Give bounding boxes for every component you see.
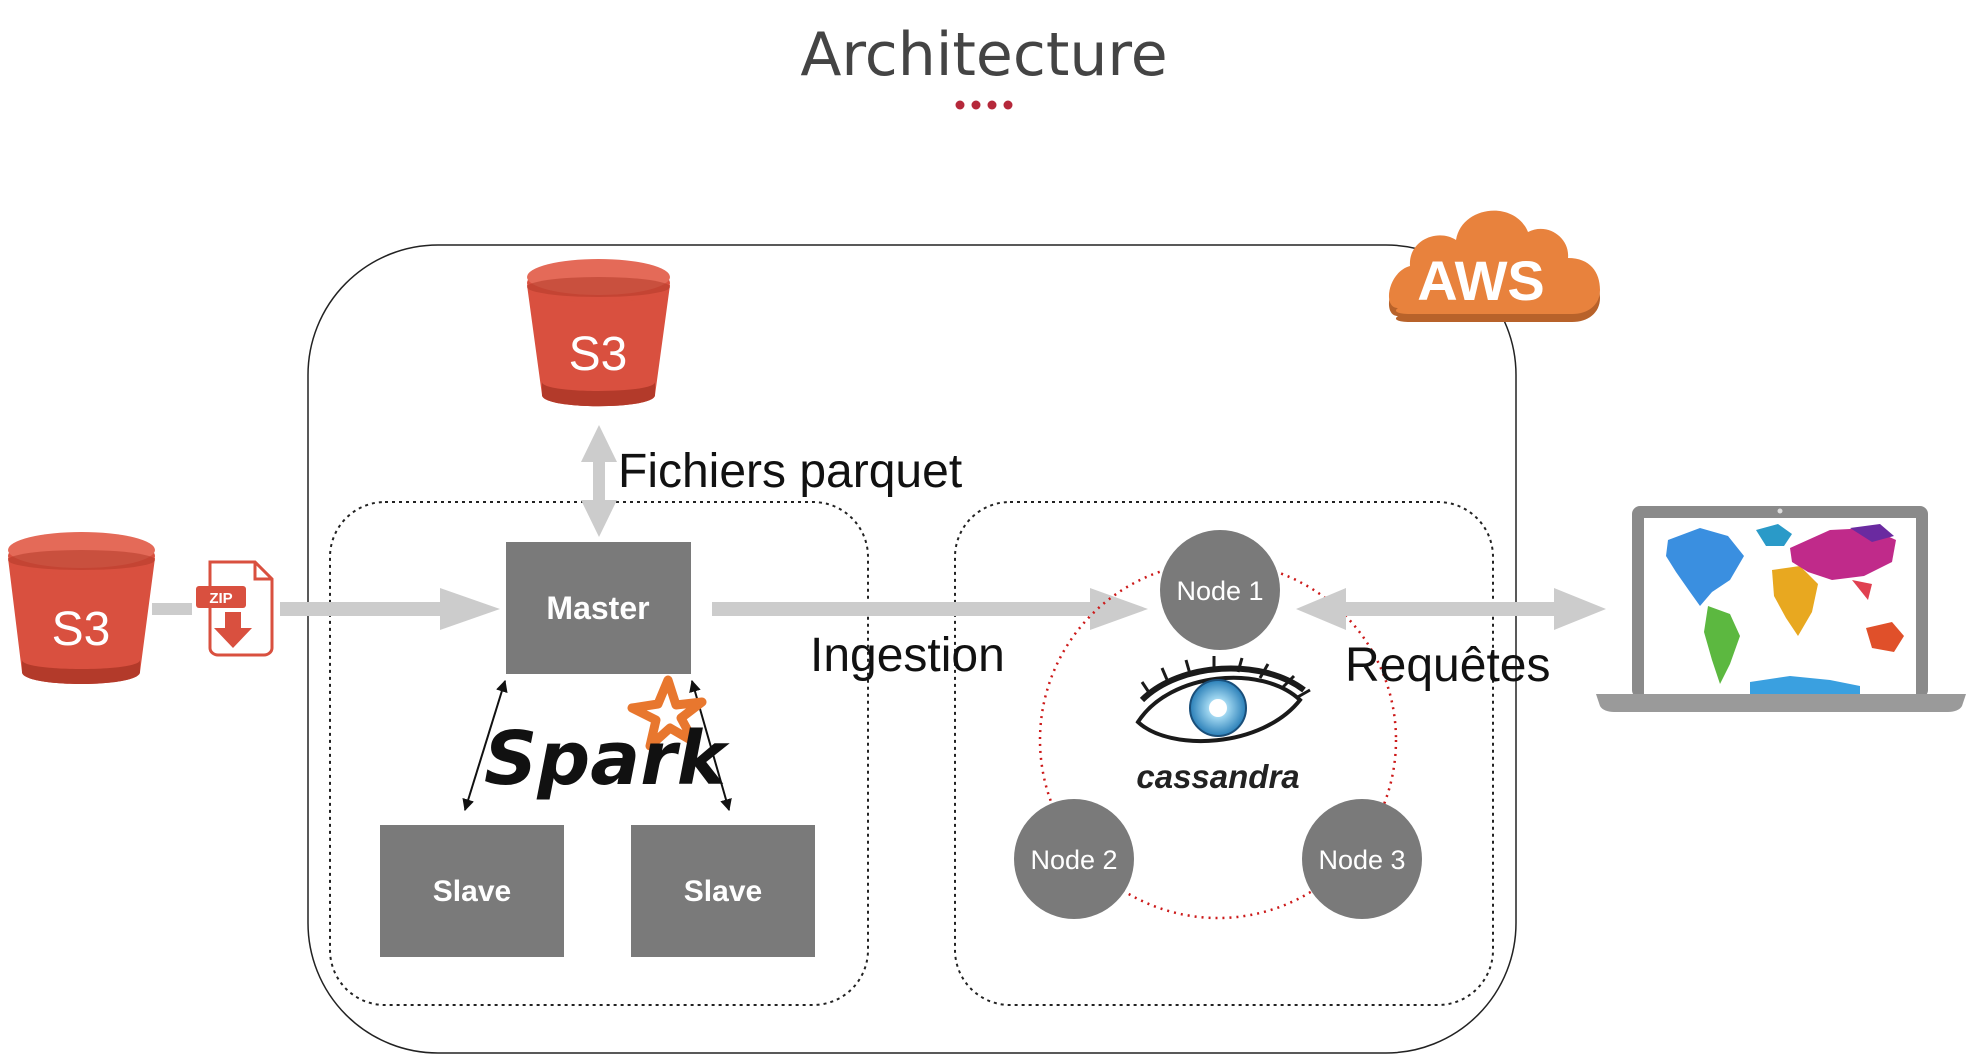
zip-label: ZIP xyxy=(209,590,232,607)
s3-storage-label: S3 xyxy=(569,328,628,381)
world-map-icon xyxy=(1666,524,1904,694)
aws-cloud-icon xyxy=(1388,210,1600,322)
ingestion-arrow xyxy=(712,588,1148,630)
aws-label: AWS xyxy=(1417,249,1545,312)
master-slave-link-1 xyxy=(462,679,508,812)
spark-slave-node-1 xyxy=(380,825,564,957)
s3-source-bucket-icon xyxy=(8,532,155,684)
spark-logo-text: Spark xyxy=(484,716,730,802)
parquet-files-label: Fichiers parquet xyxy=(618,445,962,498)
cassandra-eye-icon xyxy=(1135,656,1311,744)
ingest-arrow-to-master xyxy=(280,588,500,630)
s3-storage-bucket-icon xyxy=(527,259,670,407)
laptop-client-icon xyxy=(1596,506,1966,712)
spark-master-node xyxy=(506,542,691,674)
requests-label: Requêtes xyxy=(1345,639,1550,692)
cassandra-logo-text: cassandra xyxy=(1136,758,1299,795)
spark-master-label: Master xyxy=(546,590,649,626)
page-title: Architecture xyxy=(800,20,1167,90)
spark-slave-label-2: Slave xyxy=(684,875,762,908)
spark-slave-label-1: Slave xyxy=(433,875,511,908)
zip-file-icon xyxy=(196,560,274,657)
parquet-double-arrow xyxy=(581,425,617,537)
aws-container xyxy=(307,244,1517,1054)
cassandra-node-label-3: Node 3 xyxy=(1318,845,1405,875)
spark-star-icon xyxy=(627,675,707,751)
ingestion-label: Ingestion xyxy=(810,629,1005,682)
cassandra-node-1 xyxy=(1160,530,1280,650)
ingest-arrow-segment-1 xyxy=(152,603,192,615)
requests-double-arrow xyxy=(1296,588,1606,630)
cassandra-node-label-1: Node 1 xyxy=(1176,576,1263,606)
cassandra-node-3 xyxy=(1302,799,1422,919)
title-accent-dots xyxy=(955,100,1013,110)
cassandra-ring xyxy=(1038,560,1398,920)
s3-source-label: S3 xyxy=(52,603,111,656)
cassandra-node-label-2: Node 2 xyxy=(1030,845,1117,875)
cassandra-node-2 xyxy=(1014,799,1134,919)
spark-slave-node-2 xyxy=(631,825,815,957)
